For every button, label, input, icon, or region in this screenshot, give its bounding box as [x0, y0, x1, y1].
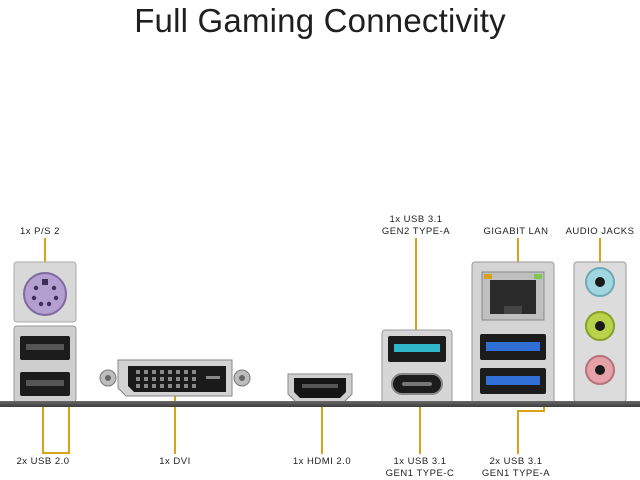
io-shield-base — [0, 401, 640, 407]
dvi-port-icon — [99, 359, 251, 397]
leader-usb31-gen1 — [517, 410, 519, 454]
label-usb31-gen2-a-line2: GEN2 TYPE-A — [381, 226, 451, 237]
audio-jack-icon — [573, 261, 627, 403]
label-hdmi: 1x HDMI 2.0 — [292, 456, 352, 467]
label-gigabit-lan: GIGABIT LAN — [483, 226, 549, 237]
label-usb20: 2x USB 2.0 — [16, 456, 70, 467]
leader-usb31-gen1-h — [517, 410, 545, 412]
ps2-port-icon — [13, 261, 77, 323]
usb3-ports-icon — [480, 334, 546, 394]
leader-usb31-gen2 — [415, 238, 417, 336]
leader-usb20-h — [42, 452, 70, 454]
label-ps2: 1x P/S 2 — [20, 226, 60, 237]
leader-usb20 — [42, 390, 44, 454]
leader-audio — [599, 238, 601, 268]
label-dvi: 1x DVI — [159, 456, 191, 467]
label-audio-jacks: AUDIO JACKS — [565, 226, 635, 237]
label-usb31-gen1-a-line2: GEN1 TYPE-A — [481, 468, 551, 479]
label-usb31-gen1-c-line2: GEN1 TYPE-C — [385, 468, 455, 479]
label-usb31-gen2-a-line1: 1x USB 3.1 — [389, 214, 443, 225]
usb2-port-icon — [13, 325, 77, 403]
leader-dvi — [174, 378, 176, 454]
leader-hdmi — [321, 388, 323, 454]
usb-c-port-icon — [391, 373, 443, 395]
label-usb31-gen1-c-line1: 1x USB 3.1 — [393, 456, 447, 467]
label-usb31-gen1-a-line1: 2x USB 3.1 — [489, 456, 543, 467]
leader-ps2 — [44, 238, 46, 264]
hdmi-port-icon — [287, 373, 353, 403]
leader-usb-c — [419, 390, 421, 454]
page-title: Full Gaming Connectivity — [134, 2, 506, 39]
